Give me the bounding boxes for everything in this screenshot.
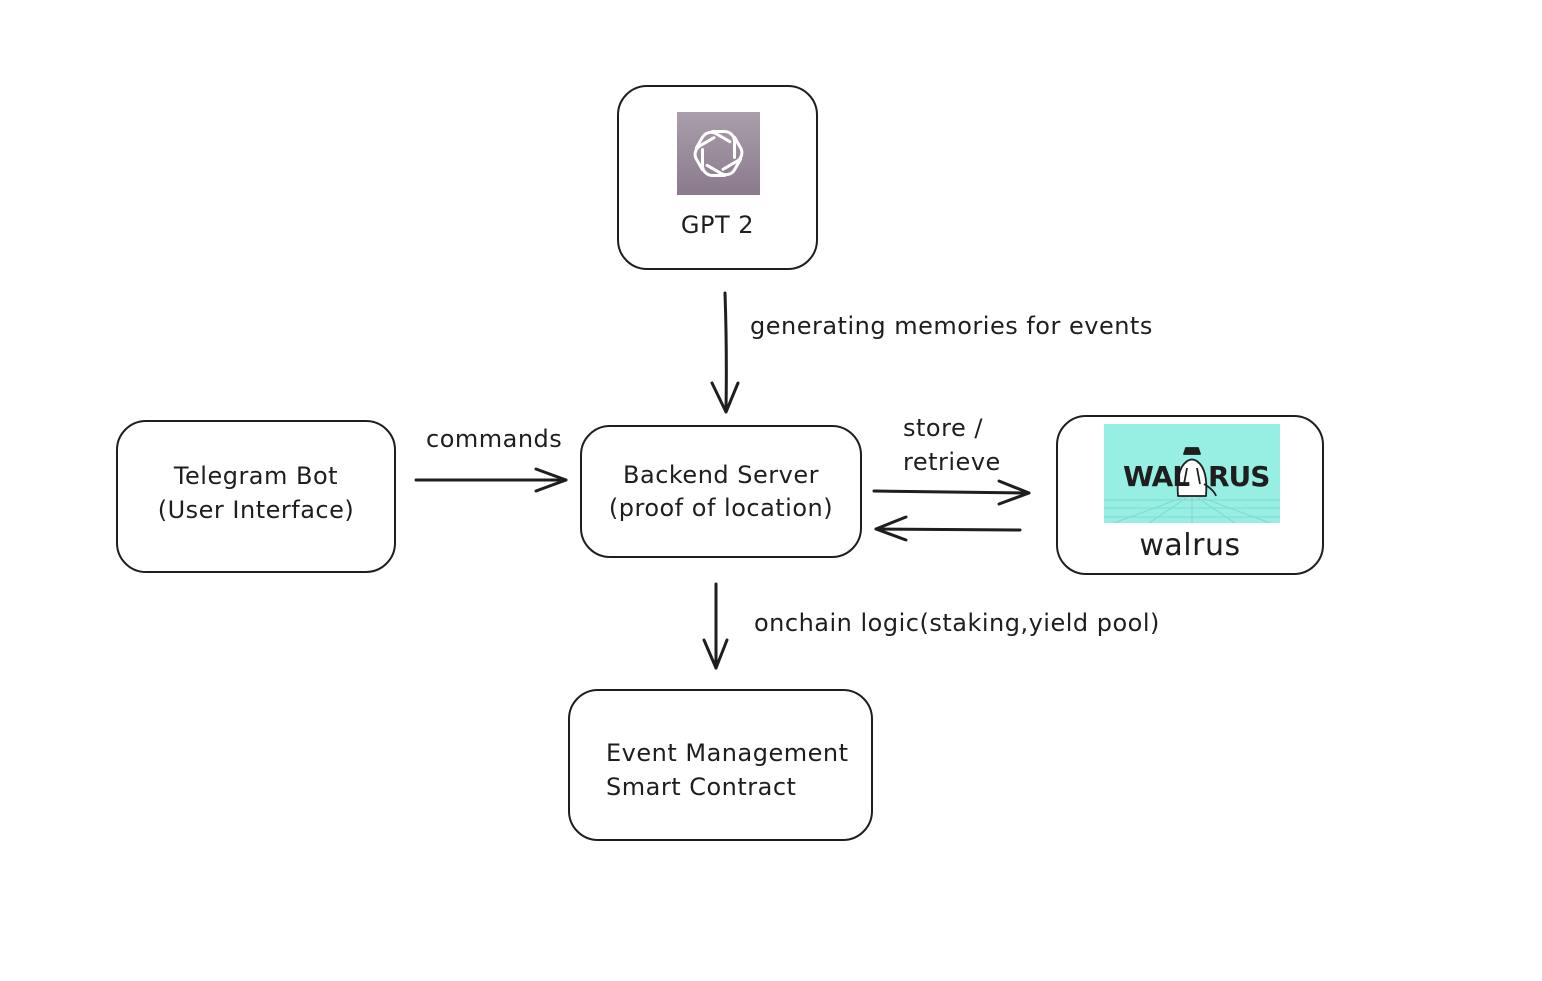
walrus-logo: WAL RUS <box>1104 424 1280 523</box>
arrow-gpt-to-backend <box>723 291 728 412</box>
edge-label-retrieve: retrieve <box>903 448 1001 476</box>
arrow-walrus-to-backend <box>874 527 1022 532</box>
walrus-logo-text-right: RUS <box>1208 460 1270 493</box>
telegram-bot-node: Telegram Bot (User Interface) <box>116 420 396 573</box>
arrowhead-gpt-to-backend <box>710 381 740 414</box>
edge-label-commands: commands <box>426 425 563 453</box>
smart-contract-node: Event Management Smart Contract <box>568 689 873 841</box>
contract-label-line1: Event Management <box>606 739 849 767</box>
walrus-label: walrus <box>1139 528 1241 563</box>
arrowhead-backend-to-walrus <box>997 479 1031 506</box>
telegram-label-line2: (User Interface) <box>157 496 355 524</box>
arrowhead-telegram-to-backend <box>534 467 568 493</box>
edge-label-onchain-logic: onchain logic(staking,yield pool) <box>754 609 1160 637</box>
backend-server-node: Backend Server (proof of location) <box>580 425 862 558</box>
backend-label-line2: (proof of location) <box>608 494 834 522</box>
contract-label-line2: Smart Contract <box>606 773 797 801</box>
arrowhead-walrus-to-backend <box>874 515 908 542</box>
edge-label-gpt-to-backend: generating memories for events <box>750 312 1153 340</box>
edge-label-store: store / <box>903 414 983 442</box>
gpt-label: GPT 2 <box>680 211 755 239</box>
walrus-icon <box>1176 447 1217 497</box>
arrow-backend-to-walrus <box>872 489 1031 495</box>
backend-label-line1: Backend Server <box>623 461 819 489</box>
walrus-logo-text-left: WAL <box>1123 460 1190 493</box>
openai-icon <box>677 112 760 195</box>
telegram-label-line1: Telegram Bot <box>173 462 339 490</box>
arrowhead-backend-to-contract <box>702 638 729 670</box>
